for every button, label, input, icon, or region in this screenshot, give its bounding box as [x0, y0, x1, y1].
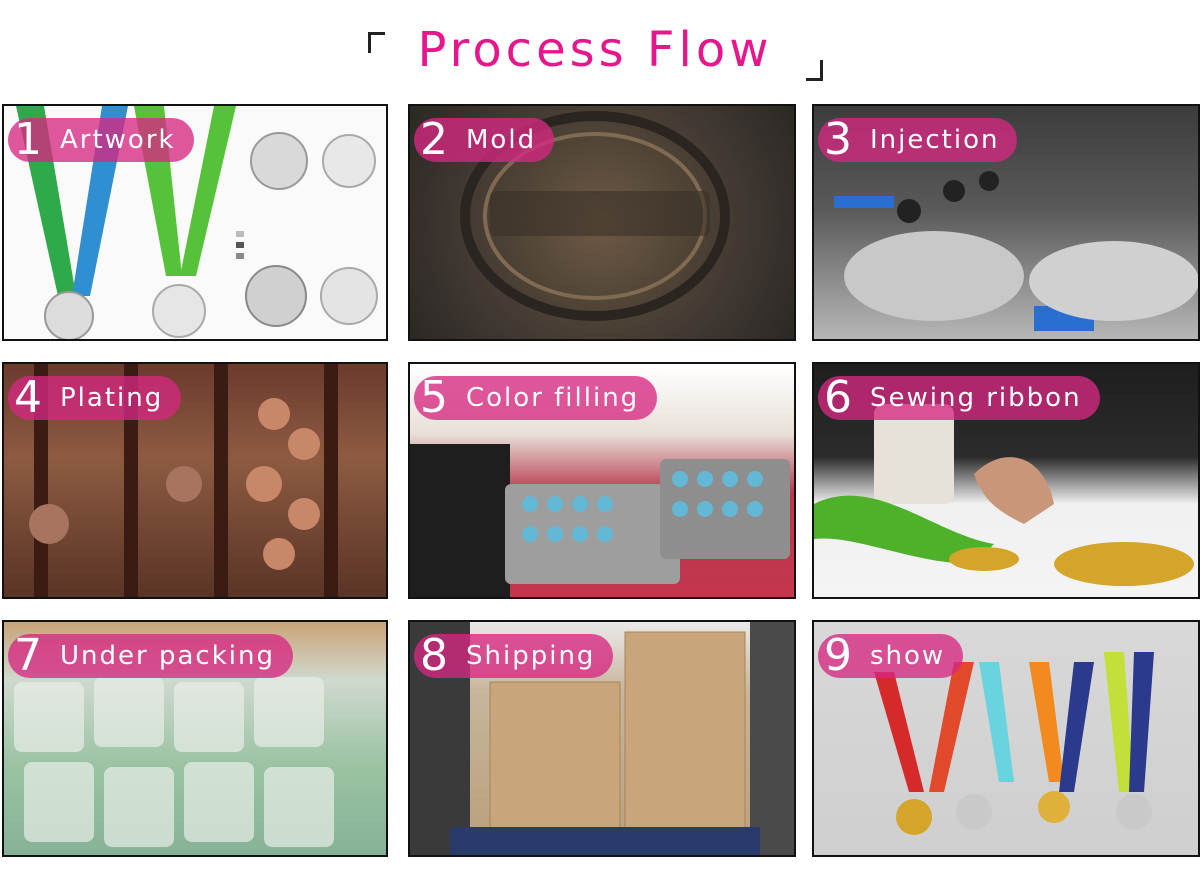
step-number: 5: [420, 372, 448, 423]
step-title: Mold: [466, 125, 537, 155]
page-title: Process Flow: [417, 22, 773, 78]
step-panel-artwork: 1 Artwork: [2, 104, 388, 341]
shipping-photo: [410, 622, 794, 855]
under-packing-photo: [4, 622, 386, 855]
step-title: Shipping: [466, 641, 596, 671]
page-header: Process Flow: [0, 18, 1200, 88]
step-title: Artwork: [60, 125, 176, 155]
step-title: Injection: [870, 125, 1000, 155]
step-panel-mold: 2 Mold: [408, 104, 796, 341]
step-number: 8: [420, 630, 448, 681]
left-bracket-icon: [368, 32, 385, 53]
step-title: Plating: [60, 383, 164, 413]
step-label-mold: 2 Mold: [414, 114, 555, 165]
step-panel-shipping: 8 Shipping: [408, 620, 796, 857]
step-label-artwork: 1 Artwork: [8, 118, 194, 162]
step-number: 2: [420, 114, 448, 165]
step-label-shipping: 8 Shipping: [414, 630, 614, 681]
step-number: 3: [824, 114, 852, 165]
step-number: 7: [14, 630, 42, 681]
mold-photo: [410, 106, 794, 339]
step-title: Color filling: [466, 383, 640, 413]
step-label-plating: 4 Plating: [8, 372, 182, 423]
step-label-sewing-ribbon: 6 Sewing ribbon: [818, 376, 1100, 420]
step-label-show: 9 show: [818, 630, 964, 681]
step-number: 6: [824, 372, 852, 423]
step-title: Sewing ribbon: [870, 383, 1082, 413]
step-label-color-filling: 5 Color filling: [414, 372, 658, 423]
step-panel-show: 9 show: [812, 620, 1200, 857]
step-label-under-packing: 7 Under packing: [8, 634, 293, 678]
step-number: 9: [824, 630, 852, 681]
artwork-photo: [4, 106, 386, 339]
step-panel-injection: 3 Injection: [812, 104, 1200, 341]
step-panel-plating: 4 Plating: [2, 362, 388, 599]
step-panel-under-packing: 7 Under packing: [2, 620, 388, 857]
step-number: 4: [14, 372, 42, 423]
step-panel-sewing-ribbon: 6 Sewing ribbon: [812, 362, 1200, 599]
step-panel-color-filling: 5 Color filling: [408, 362, 796, 599]
right-bracket-icon: [806, 60, 823, 81]
step-label-injection: 3 Injection: [818, 114, 1018, 165]
step-title: show: [870, 641, 946, 671]
step-title: Under packing: [60, 641, 275, 671]
step-number: 1: [14, 114, 42, 165]
